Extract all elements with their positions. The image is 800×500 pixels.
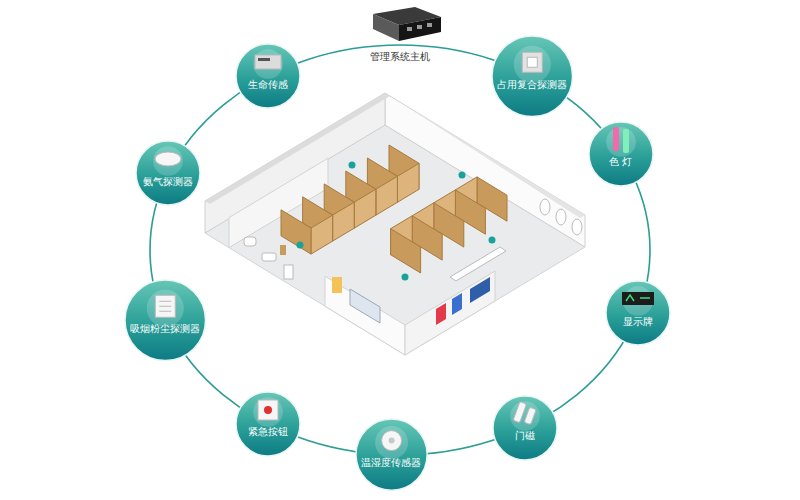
device-node: 吸烟粉尘探测器 [124,279,207,362]
icon-part [527,57,537,67]
device-node: 色 灯 [588,121,654,187]
device-icon [124,279,207,362]
icon-glow [253,397,283,427]
host-node: 管理系统主机 [355,4,445,63]
device-label: 生命传感 [248,79,288,90]
device-label: 色 灯 [609,156,632,167]
icon-part [255,55,281,69]
device-label: 显示牌 [623,316,653,327]
icon-part [155,295,175,317]
host-device [355,4,445,48]
icon-part [388,438,394,444]
icon-glow [153,146,183,176]
icon-circle [356,419,427,490]
restroom-illustration [205,93,585,355]
icon-part [264,406,272,414]
icon-part [381,431,401,451]
icon-circle [492,36,573,117]
icon-circle [493,396,557,460]
device-node: 生命传感 [235,43,301,109]
icon-glow [146,290,183,327]
icon-glow [606,127,636,157]
icon-part [622,292,654,305]
device-icon [491,35,574,118]
device-port [427,23,432,27]
device-label: 紧急按钮 [248,426,288,437]
icon-glow [253,49,283,79]
device-node: 紧急按钮 [235,391,301,457]
icon-glow [510,401,540,431]
device-icon [588,121,654,187]
icon-part [258,400,278,420]
device-icon [355,418,428,491]
icon-circle [606,281,670,345]
icon-part [623,129,629,153]
device-node: 门磁 [492,395,558,461]
icon-part [513,401,526,422]
icon-circle [236,44,300,108]
icon-circle [589,122,653,186]
device-front [399,17,441,41]
device-icon [135,140,201,206]
device-node: 温湿度传感器 [355,418,428,491]
icon-part [159,301,171,311]
icon-part [155,152,181,166]
icon-circle [236,392,300,456]
icon-circle [125,280,206,361]
device-icon [492,395,558,461]
device-label: 氨气探测器 [143,176,193,187]
icon-glow [514,46,551,83]
icon-glow [375,426,408,459]
icon-part [613,127,619,151]
icon-part [524,407,536,424]
device-node: 占用复合探测器 [491,35,574,118]
device-side [373,14,399,41]
device-label: 门磁 [515,430,535,441]
device-icon [605,280,671,346]
icon-circle [136,141,200,205]
device-node: 氨气探测器 [135,140,201,206]
icon-part [522,52,542,72]
device-icon [235,391,301,457]
icon-part [626,295,650,301]
device-label: 温湿度传感器 [361,457,421,468]
device-port [407,27,412,31]
host-label: 管理系统主机 [367,50,433,63]
device-label: 占用复合探测器 [497,79,567,90]
device-icon [235,43,301,109]
icon-part [258,58,270,61]
device-label: 吸烟粉尘探测器 [130,323,200,334]
ring-line [150,45,650,455]
device-node: 显示牌 [605,280,671,346]
device-port [417,25,422,29]
